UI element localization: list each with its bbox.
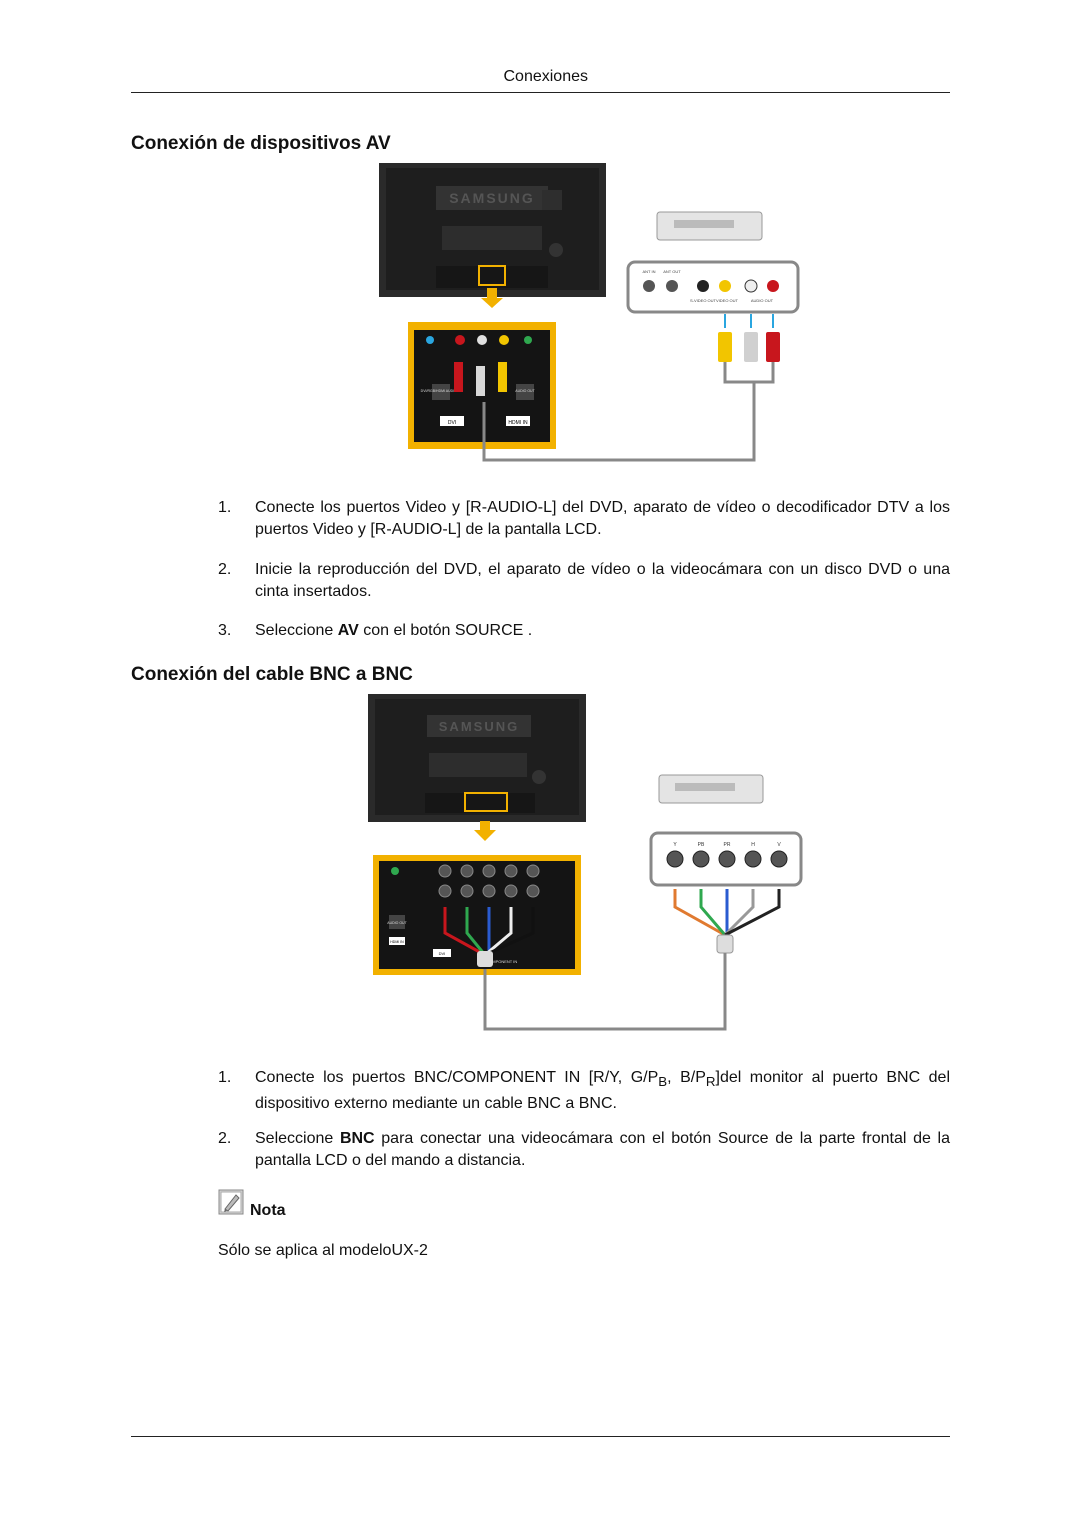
svg-text:VIDEO OUT: VIDEO OUT [716,298,739,303]
svg-text:AUDIO OUT: AUDIO OUT [515,389,535,393]
footer-rule [131,1436,950,1437]
av-step-1: 1. Conecte los puertos Video y [R-AUDIO-… [218,499,950,538]
svg-text:AUDIO OUT: AUDIO OUT [751,298,774,303]
svg-text:ANT IN: ANT IN [642,269,655,274]
dvd-port-box [626,260,800,314]
svg-text:V: V [777,842,781,848]
bnc-cable [483,953,727,1031]
svg-text:H: H [751,842,755,848]
svg-text:ANT OUT: ANT OUT [663,269,681,274]
svg-text:PB: PB [698,842,705,848]
arrow-icon [481,288,503,308]
av-connection-diagram: SAMSUNG DVI/RGB/HDMI AUDIO IN AUDIO OUT … [379,163,800,462]
av-step-3: 3. Seleccione AV con el botón SOURCE . [218,622,533,639]
note-label: Nota [250,1202,286,1219]
svg-text:Y: Y [673,842,677,848]
svg-text:HDMI IN: HDMI IN [390,940,404,944]
note-text: Sólo se aplica al modeloUX-2 [218,1242,428,1259]
av-step-2: 2. Inicie la reproducción del DVD, el ap… [218,561,950,600]
section-heading-bnc: Conexión del cable BNC a BNC [131,664,413,685]
svg-text:S-VIDEO OUT: S-VIDEO OUT [690,298,717,303]
bnc-connection-diagram: SAMSUNG AUDIO OUT HDMI IN DVI BNC/COMPON… [368,694,803,1031]
section-heading-av: Conexión de dispositivos AV [131,133,391,154]
brand-logo: SAMSUNG [449,190,535,206]
svg-text:DVI: DVI [448,420,456,426]
arrow-icon [474,821,496,841]
header-title: Conexiones [503,68,589,85]
highlight-box [464,792,508,812]
page-header: Conexiones [131,66,950,93]
bnc-step-1: 1. Conecte los puertos BNC/COMPONENT IN … [218,1069,950,1113]
note-icon [218,1189,244,1215]
av-cable [482,362,775,462]
brand-logo: SAMSUNG [439,719,519,734]
svg-text:DVI/RGB/HDMI AUDIO IN: DVI/RGB/HDMI AUDIO IN [421,389,462,393]
svg-text:AUDIO OUT: AUDIO OUT [387,921,407,925]
svg-text:HDMI IN: HDMI IN [508,420,528,426]
bnc-step-2: 2. Seleccione BNC para conectar una vide… [218,1130,951,1169]
highlight-box [478,265,506,286]
svg-text:DVI: DVI [439,951,446,956]
svg-text:BNC/COMPONENT IN: BNC/COMPONENT IN [477,959,518,964]
svg-text:PR: PR [724,842,731,848]
